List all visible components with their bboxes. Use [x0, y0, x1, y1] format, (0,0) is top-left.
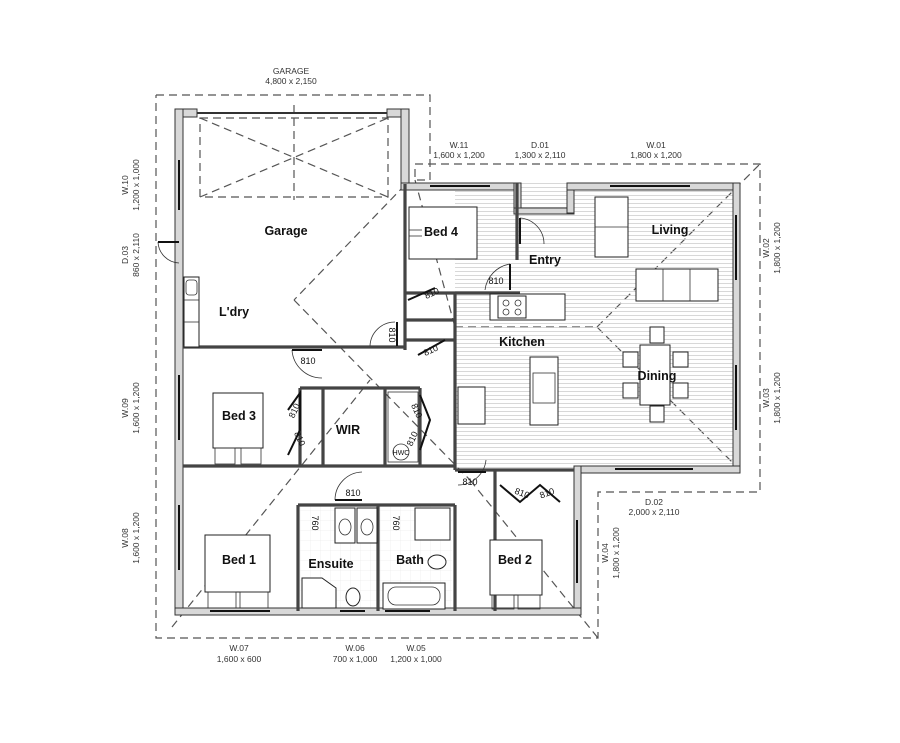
- door-swings: [157, 217, 561, 504]
- opening-W11-size: 1,600 x 1,200: [433, 150, 485, 160]
- door-entry-bed4: 810: [488, 276, 503, 286]
- room-labels: Garage L'dry Bed 4 Entry Living Kitchen …: [219, 223, 688, 571]
- opening-W07-id: W.07: [229, 643, 249, 653]
- windows: [178, 160, 737, 612]
- door-ensuite: 760: [310, 515, 320, 530]
- room-ensuite: Ensuite: [308, 557, 353, 571]
- opening-W09-id: W.09: [120, 398, 130, 418]
- room-laundry: L'dry: [219, 305, 249, 319]
- opening-D01-id: D.01: [531, 140, 549, 150]
- room-bath: Bath: [396, 553, 424, 567]
- opening-W07-size: 1,600 x 600: [217, 654, 262, 664]
- opening-W05-id: W.05: [406, 643, 426, 653]
- room-garage: Garage: [264, 224, 307, 238]
- opening-W01-id: W.01: [646, 140, 666, 150]
- dimension-labels: GARAGE 4,800 x 2,150 W.11 1,600 x 1,200 …: [120, 66, 782, 664]
- room-bed3: Bed 3: [222, 409, 256, 423]
- room-bed4: Bed 4: [424, 225, 458, 239]
- opening-D01-size: 1,300 x 2,110: [515, 150, 566, 160]
- opening-W02-id: W.02: [761, 238, 771, 258]
- opening-W10-id: W.10: [120, 175, 130, 195]
- room-wir: WIR: [336, 423, 360, 437]
- opening-W04-id: W.04: [600, 543, 610, 563]
- opening-W02-size: 1,800 x 1,200: [772, 222, 782, 274]
- room-kitchen: Kitchen: [499, 335, 545, 349]
- garage-size: 4,800 x 2,150: [265, 76, 317, 86]
- room-bed1: Bed 1: [222, 553, 256, 567]
- garage-label: GARAGE: [273, 66, 310, 76]
- opening-W03-size: 1,800 x 1,200: [772, 372, 782, 424]
- opening-D03-id: D.03: [120, 246, 130, 264]
- door-robe-3: 810: [409, 402, 424, 420]
- opening-W03-id: W.03: [761, 388, 771, 408]
- door-bed1: 810: [345, 488, 360, 498]
- hwc-label: HWC: [393, 450, 410, 457]
- door-bed2-robe-1: 810: [513, 486, 531, 501]
- opening-D02-size: 2,000 x 2,110: [629, 507, 680, 517]
- opening-W06-id: W.06: [345, 643, 365, 653]
- opening-W05-size: 1,200 x 1,000: [390, 654, 442, 664]
- furniture: [183, 196, 719, 610]
- door-bed3: 810: [300, 356, 315, 366]
- door-laundry: 810: [387, 327, 397, 342]
- door-bed3-robe-2: 810: [292, 430, 307, 448]
- room-bed2: Bed 2: [498, 553, 532, 567]
- room-entry: Entry: [529, 253, 561, 267]
- opening-D03-size: 860 x 2,110: [131, 233, 141, 277]
- opening-W08-id: W.08: [120, 528, 130, 548]
- opening-W09-size: 1,600 x 1,200: [131, 382, 141, 434]
- opening-W11-id: W.11: [450, 140, 469, 150]
- door-linen-1: 810: [423, 286, 441, 301]
- opening-W01-size: 1,800 x 1,200: [630, 150, 682, 160]
- room-living: Living: [652, 223, 689, 237]
- opening-W04-size: 1,800 x 1,200: [611, 527, 621, 579]
- opening-W06-size: 700 x 1,000: [333, 654, 378, 664]
- door-bath: 760: [391, 515, 401, 530]
- door-bed2-robe-2: 810: [538, 486, 556, 501]
- room-dining: Dining: [638, 369, 677, 383]
- opening-D02-id: D.02: [645, 497, 663, 507]
- opening-W10-size: 1,200 x 1,000: [131, 159, 141, 211]
- door-bed2: 810: [462, 477, 477, 487]
- opening-W08-size: 1,600 x 1,200: [131, 512, 141, 564]
